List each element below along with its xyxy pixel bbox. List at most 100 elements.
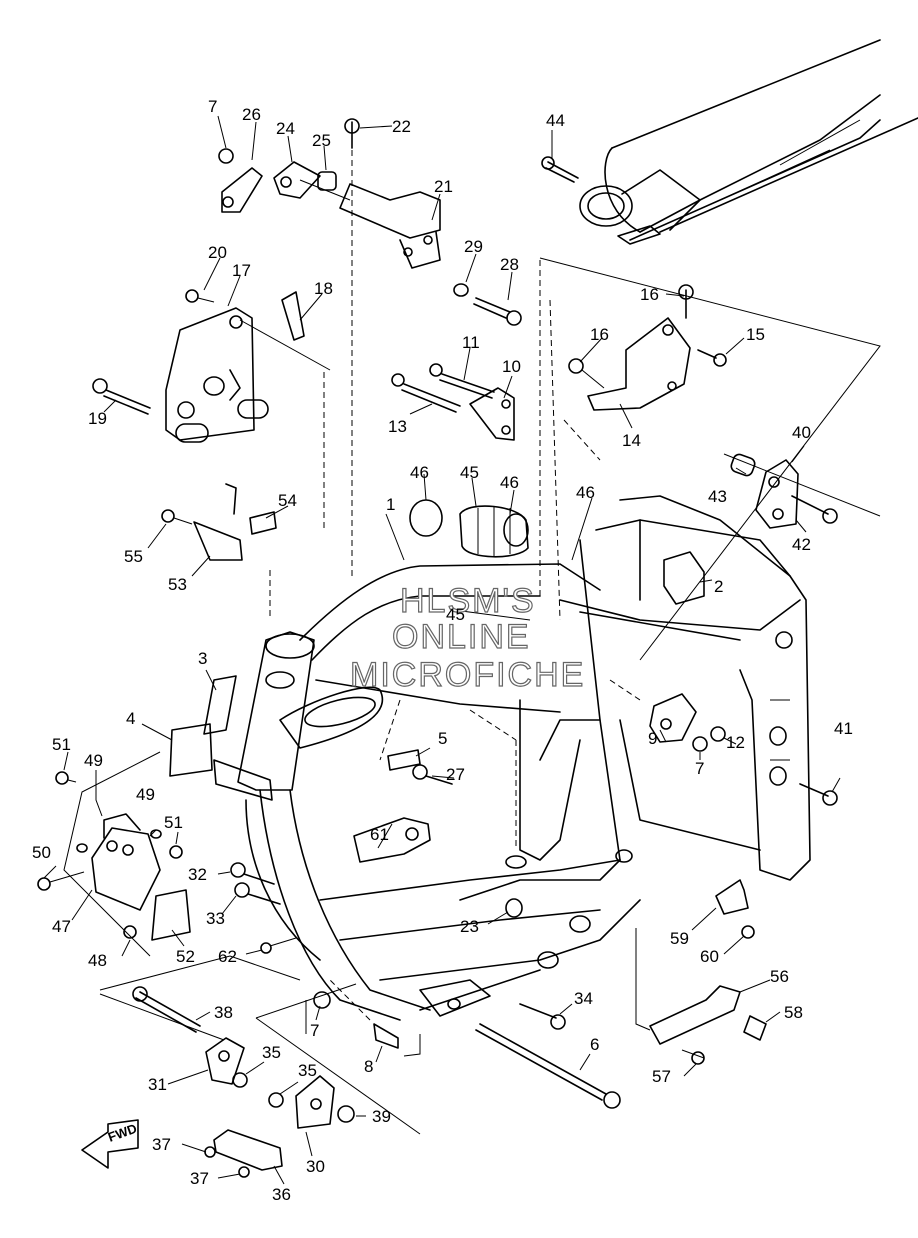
- mount-bracket-40: [730, 453, 838, 529]
- callout-2: 2: [714, 577, 723, 596]
- small-hardware: [260, 898, 523, 1049]
- callout-3: 3: [198, 649, 207, 668]
- callout-25: 25: [312, 131, 331, 150]
- callout-19: 19: [88, 409, 107, 428]
- callout-46-mid: 46: [500, 473, 519, 492]
- callout-57: 57: [652, 1067, 671, 1086]
- callout-26: 26: [242, 105, 261, 124]
- callout-37-lower: 37: [190, 1169, 209, 1188]
- callout-11: 11: [462, 333, 480, 352]
- engine-mount-bracket-17: [92, 289, 331, 443]
- callout-53: 53: [168, 575, 187, 594]
- callout-55: 55: [124, 547, 143, 566]
- watermark-line-3: MICROFICHE: [350, 656, 585, 694]
- callout-9: 9: [648, 729, 657, 748]
- leader-lines: [43, 115, 841, 1185]
- part-2-block: [663, 551, 705, 605]
- callout-15: 15: [746, 325, 765, 344]
- callout-7-bottom: 7: [310, 1021, 319, 1040]
- callout-18: 18: [314, 279, 333, 298]
- callout-62: 62: [218, 947, 237, 966]
- mount-bolts-10-11-13: [391, 363, 515, 441]
- callout-16-lower: 16: [590, 325, 609, 344]
- bolt-44: [541, 156, 579, 183]
- callout-50: 50: [32, 843, 51, 862]
- callout-40: 40: [792, 423, 811, 442]
- callout-51-lower: 51: [164, 813, 183, 832]
- callout-7-top: 7: [208, 97, 217, 116]
- main-frame-1: [213, 495, 811, 1021]
- callout-17: 17: [232, 261, 251, 280]
- bracket-9: [649, 693, 726, 752]
- watermark-line-2: ONLINE: [392, 618, 531, 656]
- callout-42: 42: [792, 535, 811, 554]
- bolts-34-6: [475, 1003, 621, 1109]
- callout-5: 5: [438, 729, 447, 748]
- watermark: HLSM'S ONLINE MICROFICHE: [349, 581, 585, 694]
- callout-38: 38: [214, 1003, 233, 1022]
- bracket-59: [715, 879, 755, 939]
- parts-53-54-55: [161, 483, 277, 561]
- callout-56: 56: [770, 967, 789, 986]
- callout-29: 29: [464, 237, 483, 256]
- footrest-brackets: [132, 986, 355, 1178]
- callout-28: 28: [500, 255, 519, 274]
- callout-23: 23: [460, 917, 479, 936]
- bracket-47: [37, 771, 191, 941]
- callout-37-upper: 37: [152, 1135, 171, 1154]
- muffler-bracket-14: [568, 284, 727, 411]
- callout-47: 47: [52, 917, 71, 936]
- alignment-lines: [269, 150, 641, 1021]
- callout-7-right: 7: [695, 759, 704, 778]
- callout-39: 39: [372, 1107, 391, 1126]
- bolts-27-32-33: [230, 764, 453, 905]
- callout-43: 43: [708, 487, 727, 506]
- callout-12: 12: [726, 733, 745, 752]
- watermark-line-1: HLSM'S: [400, 582, 536, 620]
- callout-46-right: 46: [576, 483, 595, 502]
- callout-24: 24: [276, 119, 295, 138]
- callout-34: 34: [574, 989, 593, 1008]
- callout-33: 33: [206, 909, 225, 928]
- callout-44: 44: [546, 111, 565, 130]
- callout-46-left: 46: [410, 463, 429, 482]
- callout-numbers: 1 2 3 4 5 6 7 7 7 8 9 10 11 12 13 14 15 …: [32, 97, 853, 1204]
- callout-35-upper: 35: [262, 1043, 281, 1062]
- callout-60: 60: [700, 947, 719, 966]
- callout-54: 54: [278, 491, 297, 510]
- callout-35-lower: 35: [298, 1061, 317, 1080]
- group-boxes: [63, 257, 881, 1135]
- callout-22: 22: [392, 117, 411, 136]
- callout-51-upper: 51: [52, 735, 71, 754]
- callout-21: 21: [434, 177, 453, 196]
- engine-mount-upper: [218, 118, 522, 326]
- callout-41: 41: [834, 719, 853, 738]
- callout-6: 6: [590, 1035, 599, 1054]
- bracket-56: [649, 985, 767, 1065]
- callout-48: 48: [88, 951, 107, 970]
- callout-1: 1: [386, 495, 395, 514]
- callout-49-upper: 49: [84, 751, 103, 770]
- callout-8: 8: [364, 1057, 373, 1076]
- callout-4: 4: [126, 709, 135, 728]
- callout-16-upper: 16: [640, 285, 659, 304]
- callout-58: 58: [784, 1003, 803, 1022]
- callout-61: 61: [370, 825, 389, 844]
- callout-30: 30: [306, 1157, 325, 1176]
- callout-59: 59: [670, 929, 689, 948]
- bolt-41: [799, 783, 838, 806]
- callout-45-lower: 45: [446, 605, 465, 624]
- muffler-silencer: [579, 39, 918, 245]
- callout-10: 10: [502, 357, 521, 376]
- labels-3-4-5: [169, 675, 421, 777]
- intake-hose-45: [409, 499, 529, 558]
- fwd-arrow-icon: FWD: [81, 1119, 139, 1169]
- callout-20: 20: [208, 243, 227, 262]
- callout-36: 36: [272, 1185, 291, 1204]
- callout-27: 27: [446, 765, 465, 784]
- callout-52: 52: [176, 947, 195, 966]
- callout-45-upper: 45: [460, 463, 479, 482]
- bracket-61: [353, 817, 431, 863]
- callout-31: 31: [148, 1075, 167, 1094]
- callout-14: 14: [622, 431, 641, 450]
